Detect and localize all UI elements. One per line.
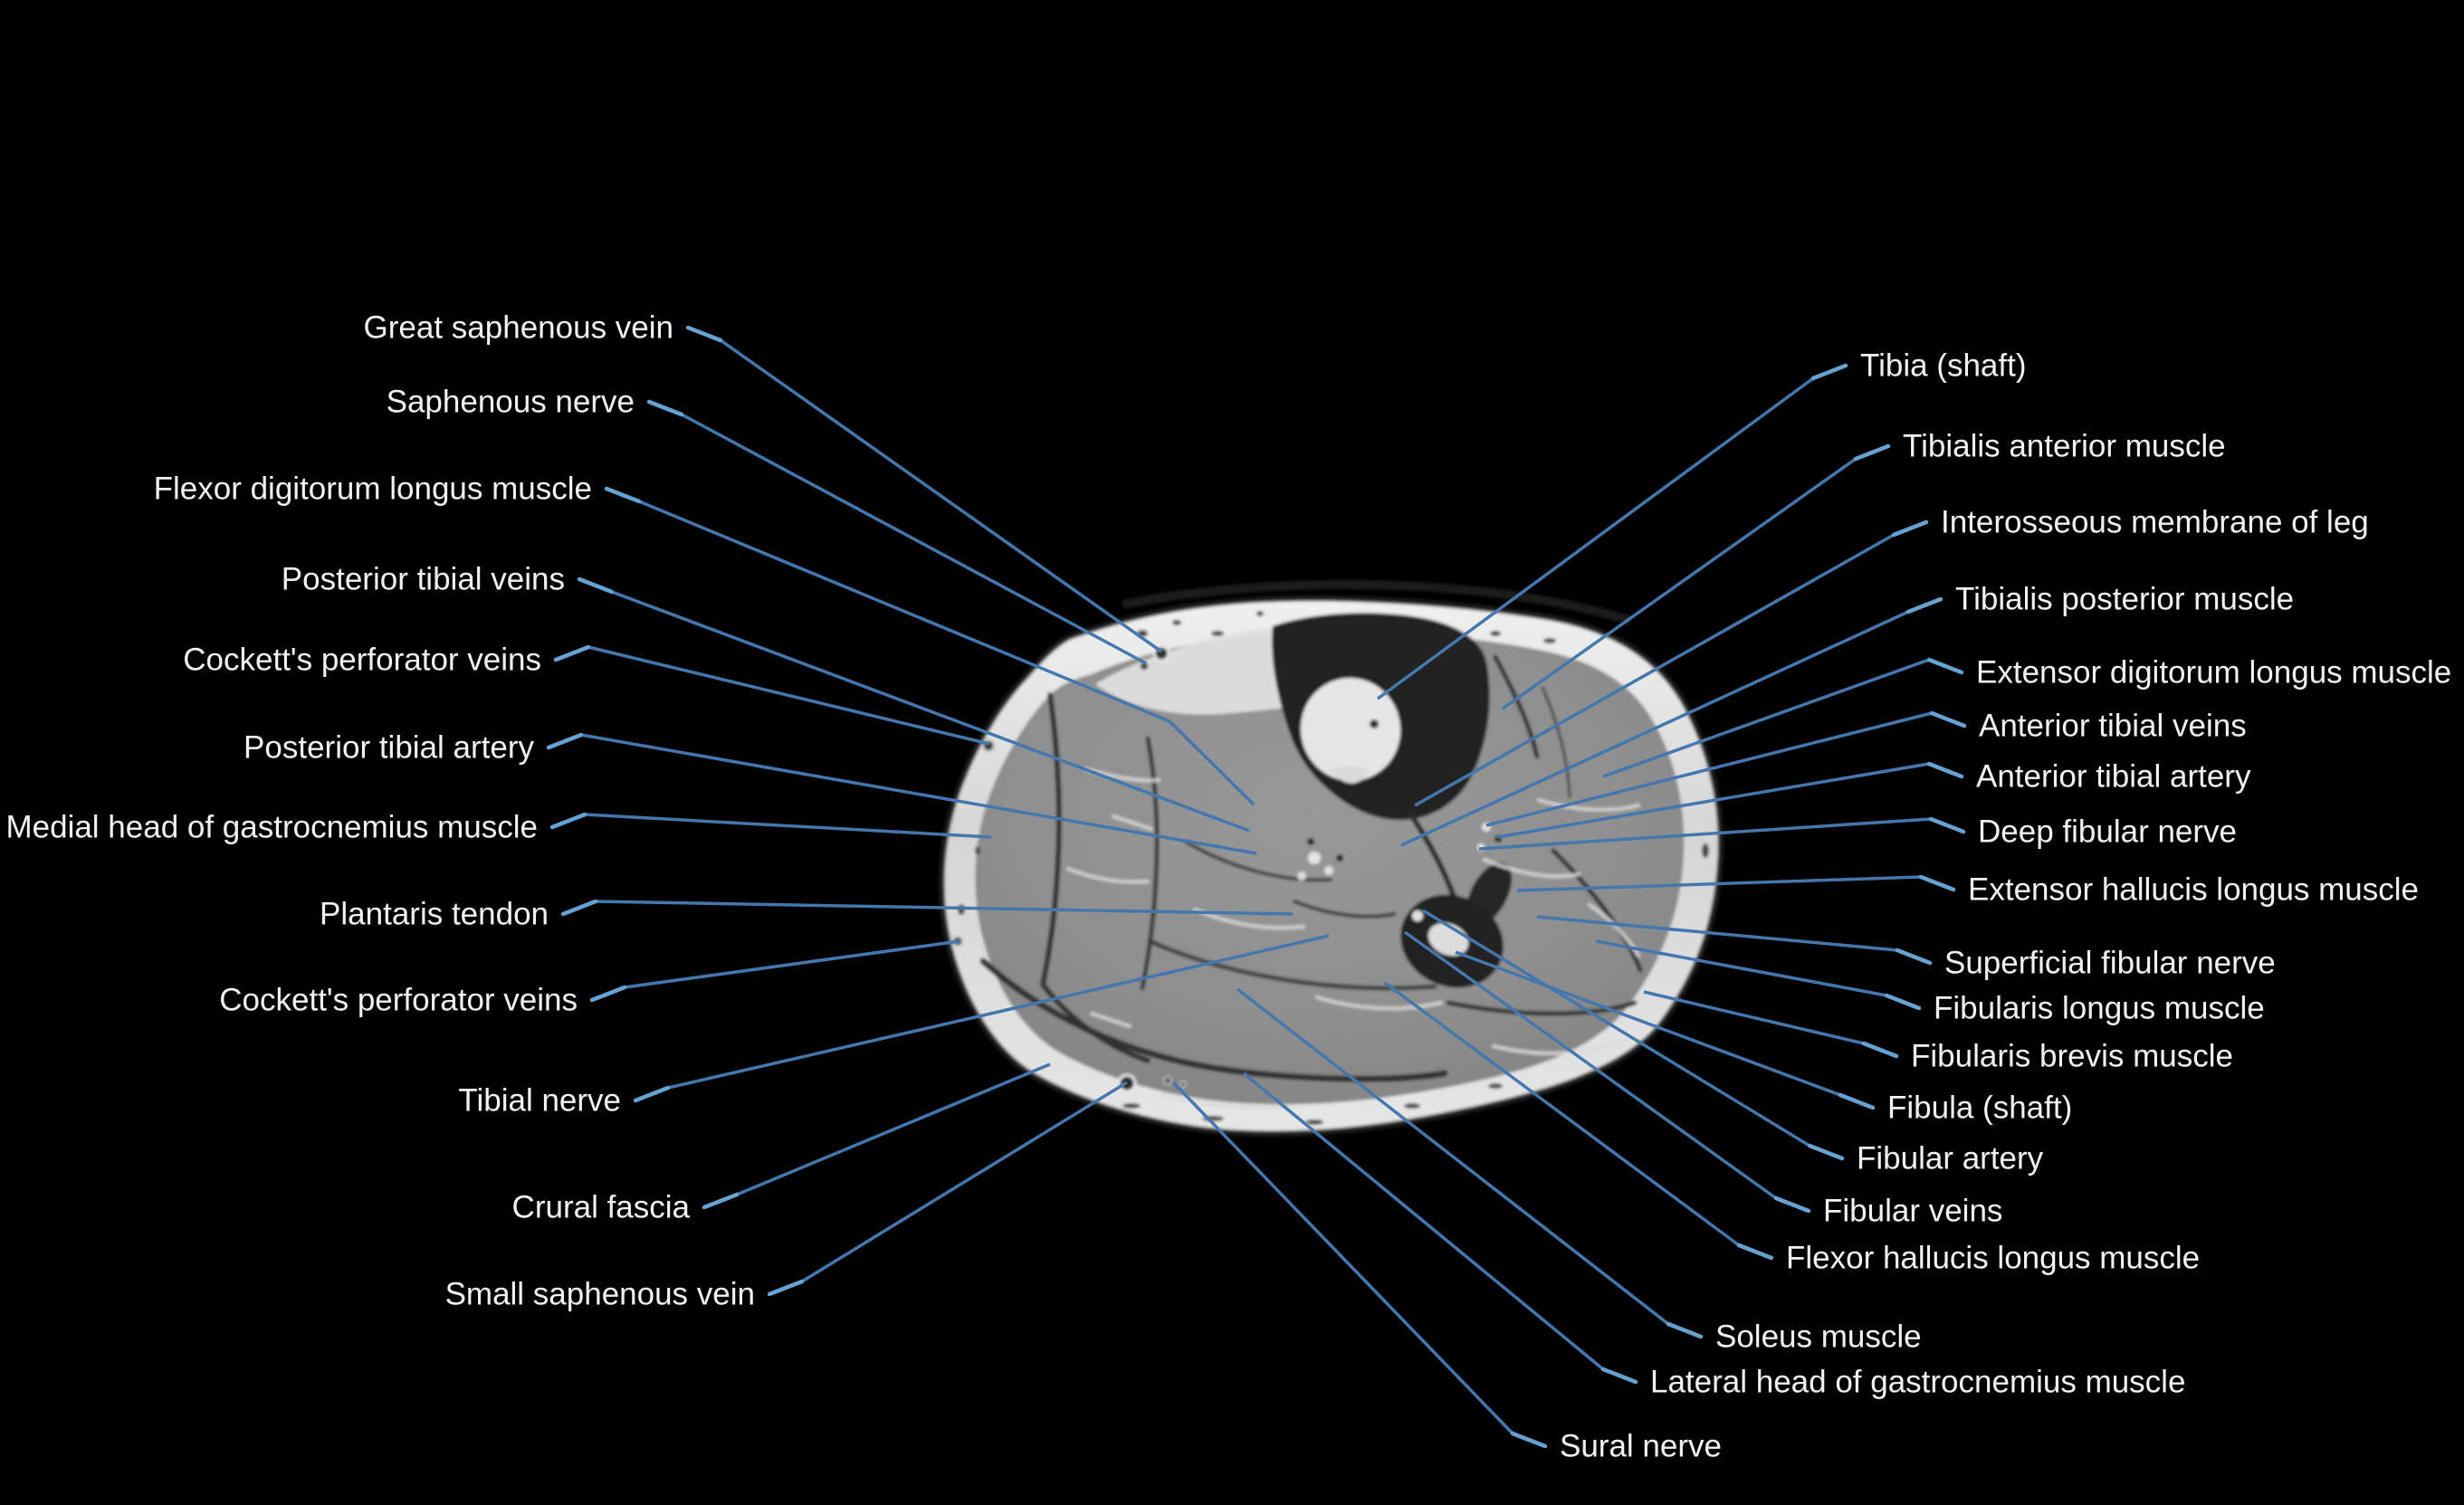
leader-tick-extensor-digitorum-longus-muscle-16 bbox=[1926, 657, 1964, 675]
leader-tick-tibia-shaft-12 bbox=[1810, 363, 1848, 381]
anatomy-label-interosseous-membrane-of-leg-14: Interosseous membrane of leg bbox=[1941, 505, 2369, 540]
leader-line-sural-nerve-30 bbox=[1171, 1081, 1546, 1448]
skin-texture bbox=[1122, 579, 1633, 625]
anatomy-label-small-saphenous-vein-11: Small saphenous vein bbox=[445, 1277, 755, 1312]
leader-line-tibialis-anterior-muscle-13 bbox=[1501, 444, 1889, 710]
leader-tick-cockett-s-perforator-veins-8 bbox=[589, 985, 627, 1003]
leader-tick-superficial-fibular-nerve-21 bbox=[1895, 948, 1933, 966]
anatomy-label-plantaris-tendon-7: Plantaris tendon bbox=[320, 897, 549, 932]
anatomy-label-fibular-artery-25: Fibular artery bbox=[1857, 1141, 2044, 1176]
leader-tick-medial-head-of-gastrocnemius-muscle-6 bbox=[549, 812, 587, 830]
leader-tick-fibular-veins-26 bbox=[1773, 1195, 1811, 1214]
anatomy-label-lateral-head-of-gastrocnemius-muscle-29: Lateral head of gastrocnemius muscle bbox=[1650, 1365, 2185, 1400]
leader-line-cockett-s-perforator-veins-8 bbox=[591, 939, 960, 1002]
leader-line-cockett-s-perforator-veins-4 bbox=[555, 645, 990, 746]
anatomy-label-tibial-nerve-9: Tibial nerve bbox=[458, 1083, 621, 1119]
leader-line-fibularis-brevis-muscle-23 bbox=[1643, 990, 1897, 1058]
anatomy-label-flexor-hallucis-longus-muscle-27: Flexor hallucis longus muscle bbox=[1786, 1241, 2200, 1276]
anatomy-label-fibularis-longus-muscle-22: Fibularis longus muscle bbox=[1934, 991, 2265, 1026]
anatomy-label-fibularis-brevis-muscle-23: Fibularis brevis muscle bbox=[1911, 1039, 2233, 1074]
leader-tick-small-saphenous-vein-11 bbox=[767, 1279, 805, 1297]
anatomy-label-fibula-shaft-24: Fibula (shaft) bbox=[1887, 1091, 2072, 1126]
anatomy-label-anterior-tibial-veins-17: Anterior tibial veins bbox=[1979, 709, 2247, 744]
leader-tick-plantaris-tendon-7 bbox=[560, 899, 598, 917]
leader-tick-extensor-hallucis-longus-muscle-20 bbox=[1918, 874, 1956, 892]
leader-tick-tibialis-posterior-muscle-15 bbox=[1905, 596, 1944, 614]
leader-tick-flexor-digitorum-longus-muscle-2 bbox=[604, 486, 642, 504]
leader-tick-anterior-tibial-veins-17 bbox=[1929, 710, 1967, 729]
leader-line-crural-fascia-10 bbox=[703, 1062, 1051, 1209]
anatomy-label-fibular-veins-26: Fibular veins bbox=[1823, 1194, 2002, 1229]
leader-line-medial-head-of-gastrocnemius-muscle-6 bbox=[551, 813, 992, 839]
anatomy-label-deep-fibular-nerve-19: Deep fibular nerve bbox=[1978, 814, 2237, 850]
leader-tick-interosseous-membrane-of-leg-14 bbox=[1891, 519, 1929, 538]
leader-line-great-saphenous-vein-0 bbox=[687, 326, 1163, 653]
anatomy-label-sural-nerve-30: Sural nerve bbox=[1560, 1429, 1722, 1464]
leader-tick-great-saphenous-vein-0 bbox=[685, 325, 723, 343]
leader-tick-tibialis-anterior-muscle-13 bbox=[1853, 443, 1891, 462]
anatomy-label-soleus-muscle-28: Soleus muscle bbox=[1715, 1319, 1922, 1355]
anatomy-label-posterior-tibial-veins-3: Posterior tibial veins bbox=[282, 562, 565, 597]
leader-tick-sural-nerve-30 bbox=[1510, 1431, 1548, 1449]
anatomy-label-extensor-hallucis-longus-muscle-20: Extensor hallucis longus muscle bbox=[1968, 872, 2419, 908]
leader-tick-fibularis-brevis-muscle-23 bbox=[1861, 1041, 1899, 1059]
leader-line-saphenous-nerve-1 bbox=[648, 400, 1147, 665]
leader-tick-deep-fibular-nerve-19 bbox=[1928, 816, 1966, 834]
leader-tick-fibula-shaft-24 bbox=[1838, 1092, 1876, 1110]
anatomy-label-tibialis-posterior-muscle-15: Tibialis posterior muscle bbox=[1955, 582, 2294, 617]
leader-line-small-saphenous-vein-11 bbox=[769, 1081, 1128, 1296]
leader-tick-posterior-tibial-artery-5 bbox=[546, 732, 584, 750]
leader-tick-fibular-artery-25 bbox=[1807, 1143, 1845, 1161]
leader-tick-cockett-s-perforator-veins-4 bbox=[553, 644, 591, 662]
leader-tick-anterior-tibial-artery-18 bbox=[1926, 761, 1964, 779]
mri-cross-section bbox=[938, 579, 1724, 1138]
anatomy-label-cockett-s-perforator-veins-4: Cockett's perforator veins bbox=[183, 643, 541, 678]
anatomy-label-crural-fascia-10: Crural fascia bbox=[512, 1190, 691, 1225]
anatomy-label-cockett-s-perforator-veins-8: Cockett's perforator veins bbox=[219, 983, 578, 1018]
leader-tick-saphenous-nerve-1 bbox=[646, 399, 684, 417]
anatomy-label-saphenous-nerve-1: Saphenous nerve bbox=[387, 385, 635, 420]
leader-tick-soleus-muscle-28 bbox=[1666, 1321, 1704, 1339]
anatomy-label-tibia-shaft-12: Tibia (shaft) bbox=[1860, 348, 2026, 384]
leader-tick-posterior-tibial-veins-3 bbox=[577, 576, 615, 595]
leader-tick-flexor-hallucis-longus-muscle-27 bbox=[1736, 1243, 1774, 1261]
leader-tick-tibial-nerve-9 bbox=[633, 1085, 671, 1103]
anatomy-label-posterior-tibial-artery-5: Posterior tibial artery bbox=[244, 730, 534, 766]
anatomy-label-great-saphenous-vein-0: Great saphenous vein bbox=[364, 310, 673, 346]
anatomy-label-medial-head-of-gastrocnemius-muscle-6: Medial head of gastrocnemius muscle bbox=[5, 810, 538, 845]
leader-tick-fibularis-longus-muscle-22 bbox=[1884, 993, 1922, 1011]
mri-noise bbox=[941, 597, 1722, 1135]
anatomy-label-flexor-digitorum-longus-muscle-2: Flexor digitorum longus muscle bbox=[154, 472, 592, 507]
anatomy-label-superficial-fibular-nerve-21: Superficial fibular nerve bbox=[1944, 946, 2276, 981]
anatomy-label-extensor-digitorum-longus-muscle-16: Extensor digitorum longus muscle bbox=[1976, 655, 2451, 691]
anatomy-label-tibialis-anterior-muscle-13: Tibialis anterior muscle bbox=[1903, 429, 2226, 464]
anatomy-label-anterior-tibial-artery-18: Anterior tibial artery bbox=[1976, 759, 2251, 795]
leader-tick-crural-fascia-10 bbox=[702, 1192, 740, 1210]
leader-tick-lateral-head-of-gastrocnemius-muscle-29 bbox=[1600, 1367, 1638, 1385]
